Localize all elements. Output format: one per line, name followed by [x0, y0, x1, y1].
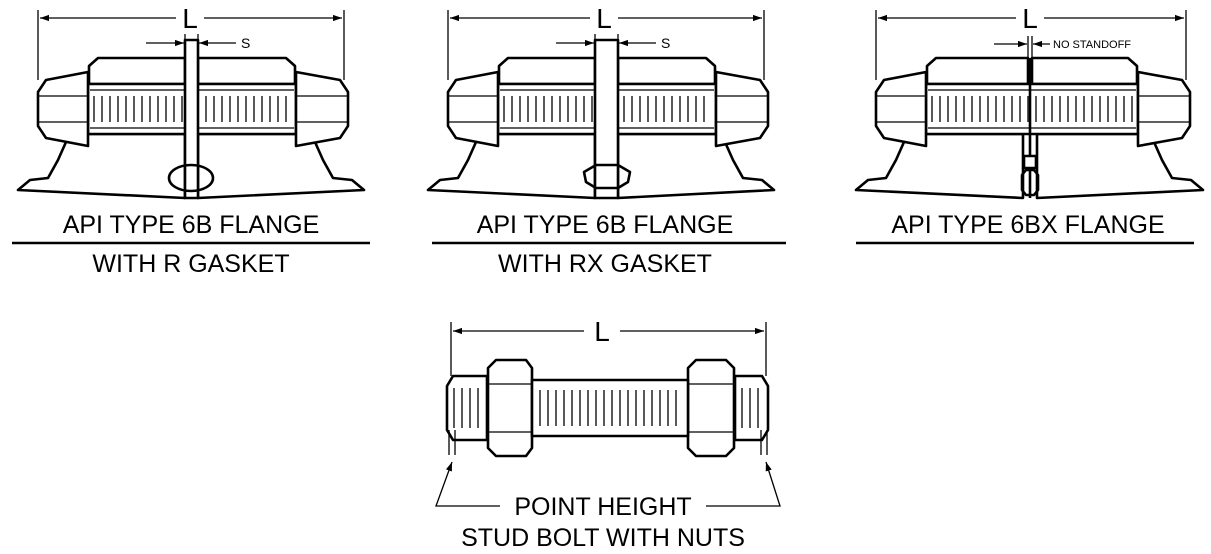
bolt-left-end	[445, 374, 489, 442]
stud-bolt-caption: STUD BOLT WITH NUTS	[461, 524, 745, 552]
left-nut	[446, 70, 500, 148]
left-nut	[36, 70, 90, 148]
left-nut	[874, 70, 928, 148]
dimension-standoff: NO STANDOFF	[994, 36, 1131, 58]
figure-6bx-flange: L NO STANDOFF API TYPE 6BX FLANGE	[854, 3, 1205, 245]
flange-gap	[593, 38, 620, 200]
right-flange-body	[616, 132, 776, 200]
left-flange-hub	[497, 56, 597, 86]
bx-groove	[1022, 154, 1038, 170]
right-flange-body	[1035, 132, 1205, 200]
dimension-L: L	[447, 3, 765, 80]
length-label: L	[596, 3, 612, 34]
right-flange-hub	[196, 56, 297, 86]
left-flange-body	[426, 132, 597, 200]
figure-6b-r-gasket: L S API TYPE 6B FLANGE WITH R GASKET	[12, 3, 370, 278]
stud-bolt-shank	[530, 378, 690, 438]
right-flange-body	[196, 132, 366, 200]
dimension-standoff: S	[146, 34, 250, 58]
right-nut	[1136, 70, 1192, 148]
left-nut	[486, 358, 534, 458]
point-height-label: POINT HEIGHT	[514, 493, 691, 521]
length-label: L	[594, 316, 610, 347]
bolt-right-end	[733, 374, 770, 442]
stud-threads	[539, 390, 677, 426]
stud-threads	[928, 89, 1136, 129]
length-label: L	[182, 3, 198, 34]
point-height-leaders	[435, 430, 781, 507]
left-flange-hub	[925, 56, 1030, 86]
figure-title: API TYPE 6B FLANGE	[63, 211, 320, 239]
right-flange-hub	[1030, 56, 1139, 86]
figure-stud-bolt: L POINT HEIGHT STUD BOLT WITH NUTS	[435, 316, 781, 552]
rx-ring-gasket	[582, 163, 632, 190]
standoff-label: S	[241, 35, 250, 51]
figure-subtitle: WITH R GASKET	[92, 250, 289, 278]
dimension-L: L	[450, 316, 767, 376]
right-nut	[714, 70, 770, 148]
left-flange-hub	[87, 56, 187, 86]
length-label: L	[1022, 3, 1038, 34]
dimension-standoff: S	[556, 34, 670, 58]
right-flange-hub	[616, 56, 717, 86]
stud-bolt	[924, 82, 1140, 136]
figure-title: API TYPE 6BX FLANGE	[891, 211, 1164, 239]
flange-gap	[183, 38, 200, 200]
figure-subtitle: WITH RX GASKET	[498, 250, 712, 278]
bx-ring-gasket	[1020, 168, 1040, 197]
standoff-label: NO STANDOFF	[1053, 39, 1131, 51]
left-flange-body	[16, 132, 187, 200]
figure-6b-rx-gasket: L S API TYPE 6B FLANGE WITH RX GASKET	[426, 3, 786, 278]
figure-title: API TYPE 6B FLANGE	[477, 211, 734, 239]
standoff-label: S	[661, 35, 670, 51]
right-nut	[686, 358, 736, 458]
left-flange-body	[854, 132, 1025, 200]
right-nut	[294, 70, 350, 148]
r-ring-gasket	[167, 163, 215, 193]
dimension-L: L	[37, 3, 345, 80]
dimension-L: L	[875, 3, 1187, 80]
